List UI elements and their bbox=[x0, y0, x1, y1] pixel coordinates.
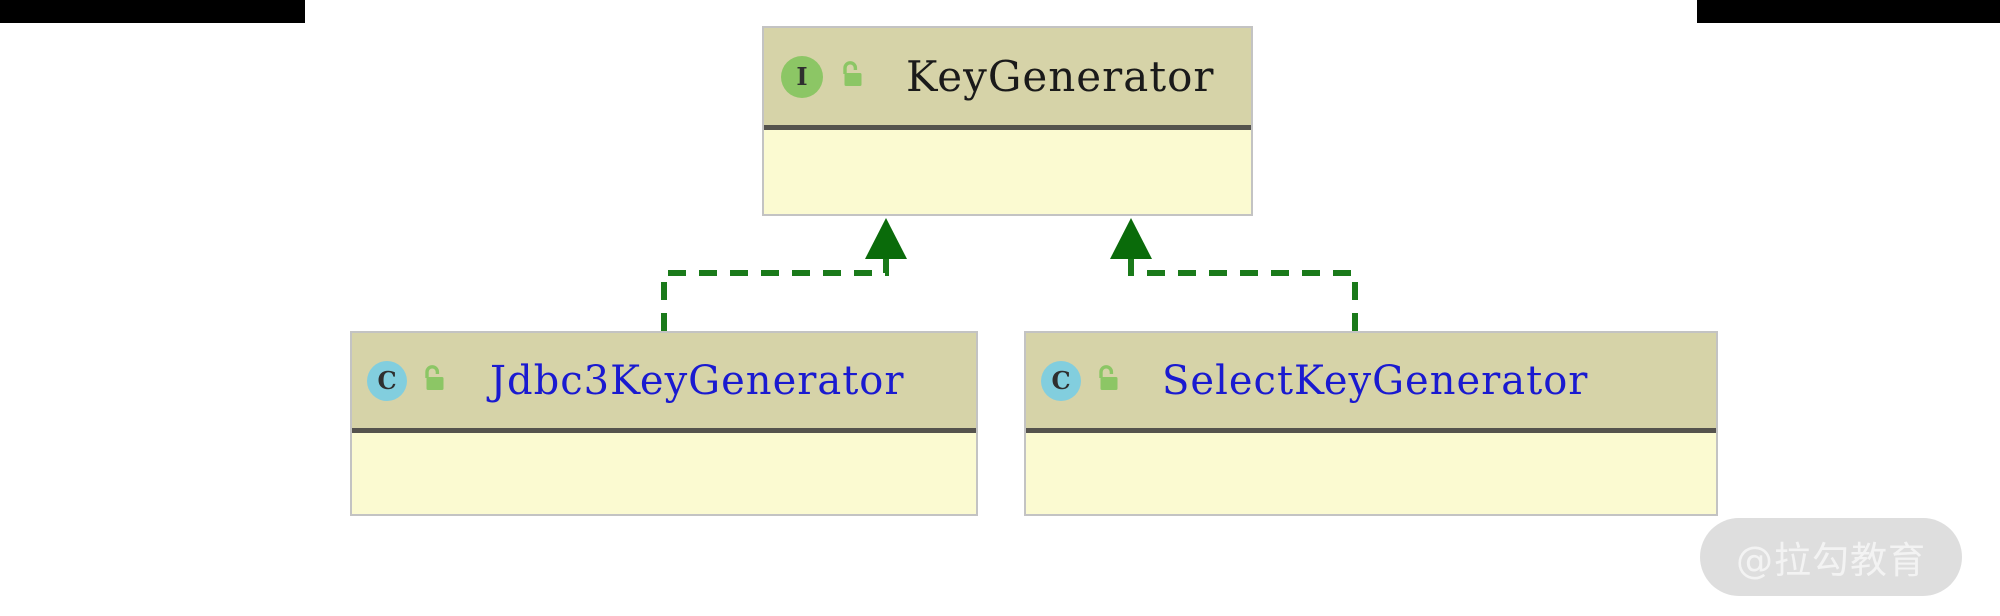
class-name-label: Jdbc3KeyGenerator bbox=[490, 357, 905, 404]
uml-node-jdbc3keygenerator-header: C Jdbc3KeyGenerator bbox=[352, 333, 976, 433]
class-stereotype-icon: C bbox=[367, 360, 407, 401]
uml-node-jdbc3keygenerator[interactable]: C Jdbc3KeyGenerator bbox=[350, 331, 978, 516]
relation-jdbc3keygenerator-to-keygenerator bbox=[661, 218, 907, 331]
top-black-bar-left bbox=[0, 0, 305, 23]
unlock-icon bbox=[1092, 363, 1122, 399]
uml-node-selectkeygenerator-members bbox=[1026, 433, 1716, 514]
interface-name-label: KeyGenerator bbox=[906, 51, 1215, 101]
watermark-text: @拉勾教育 bbox=[1736, 539, 1926, 582]
uml-node-selectkeygenerator-header: C SelectKeyGenerator bbox=[1026, 333, 1716, 433]
unlock-icon bbox=[418, 363, 448, 399]
uml-node-jdbc3keygenerator-members bbox=[352, 433, 976, 514]
uml-node-selectkeygenerator[interactable]: C SelectKeyGenerator bbox=[1024, 331, 1718, 516]
top-black-bar-right bbox=[1697, 0, 2000, 23]
relation-selectkeygenerator-to-keygenerator bbox=[1110, 218, 1358, 331]
interface-stereotype-icon: I bbox=[781, 55, 823, 98]
class-stereotype-icon: C bbox=[1041, 360, 1081, 401]
watermark-badge: @拉勾教育 bbox=[1700, 518, 1962, 596]
uml-node-keygenerator-members bbox=[764, 130, 1251, 213]
unlock-icon bbox=[836, 59, 866, 95]
uml-node-keygenerator-header: I KeyGenerator bbox=[764, 28, 1251, 130]
uml-node-keygenerator[interactable]: I KeyGenerator bbox=[762, 26, 1253, 216]
class-name-label: SelectKeyGenerator bbox=[1162, 357, 1589, 404]
